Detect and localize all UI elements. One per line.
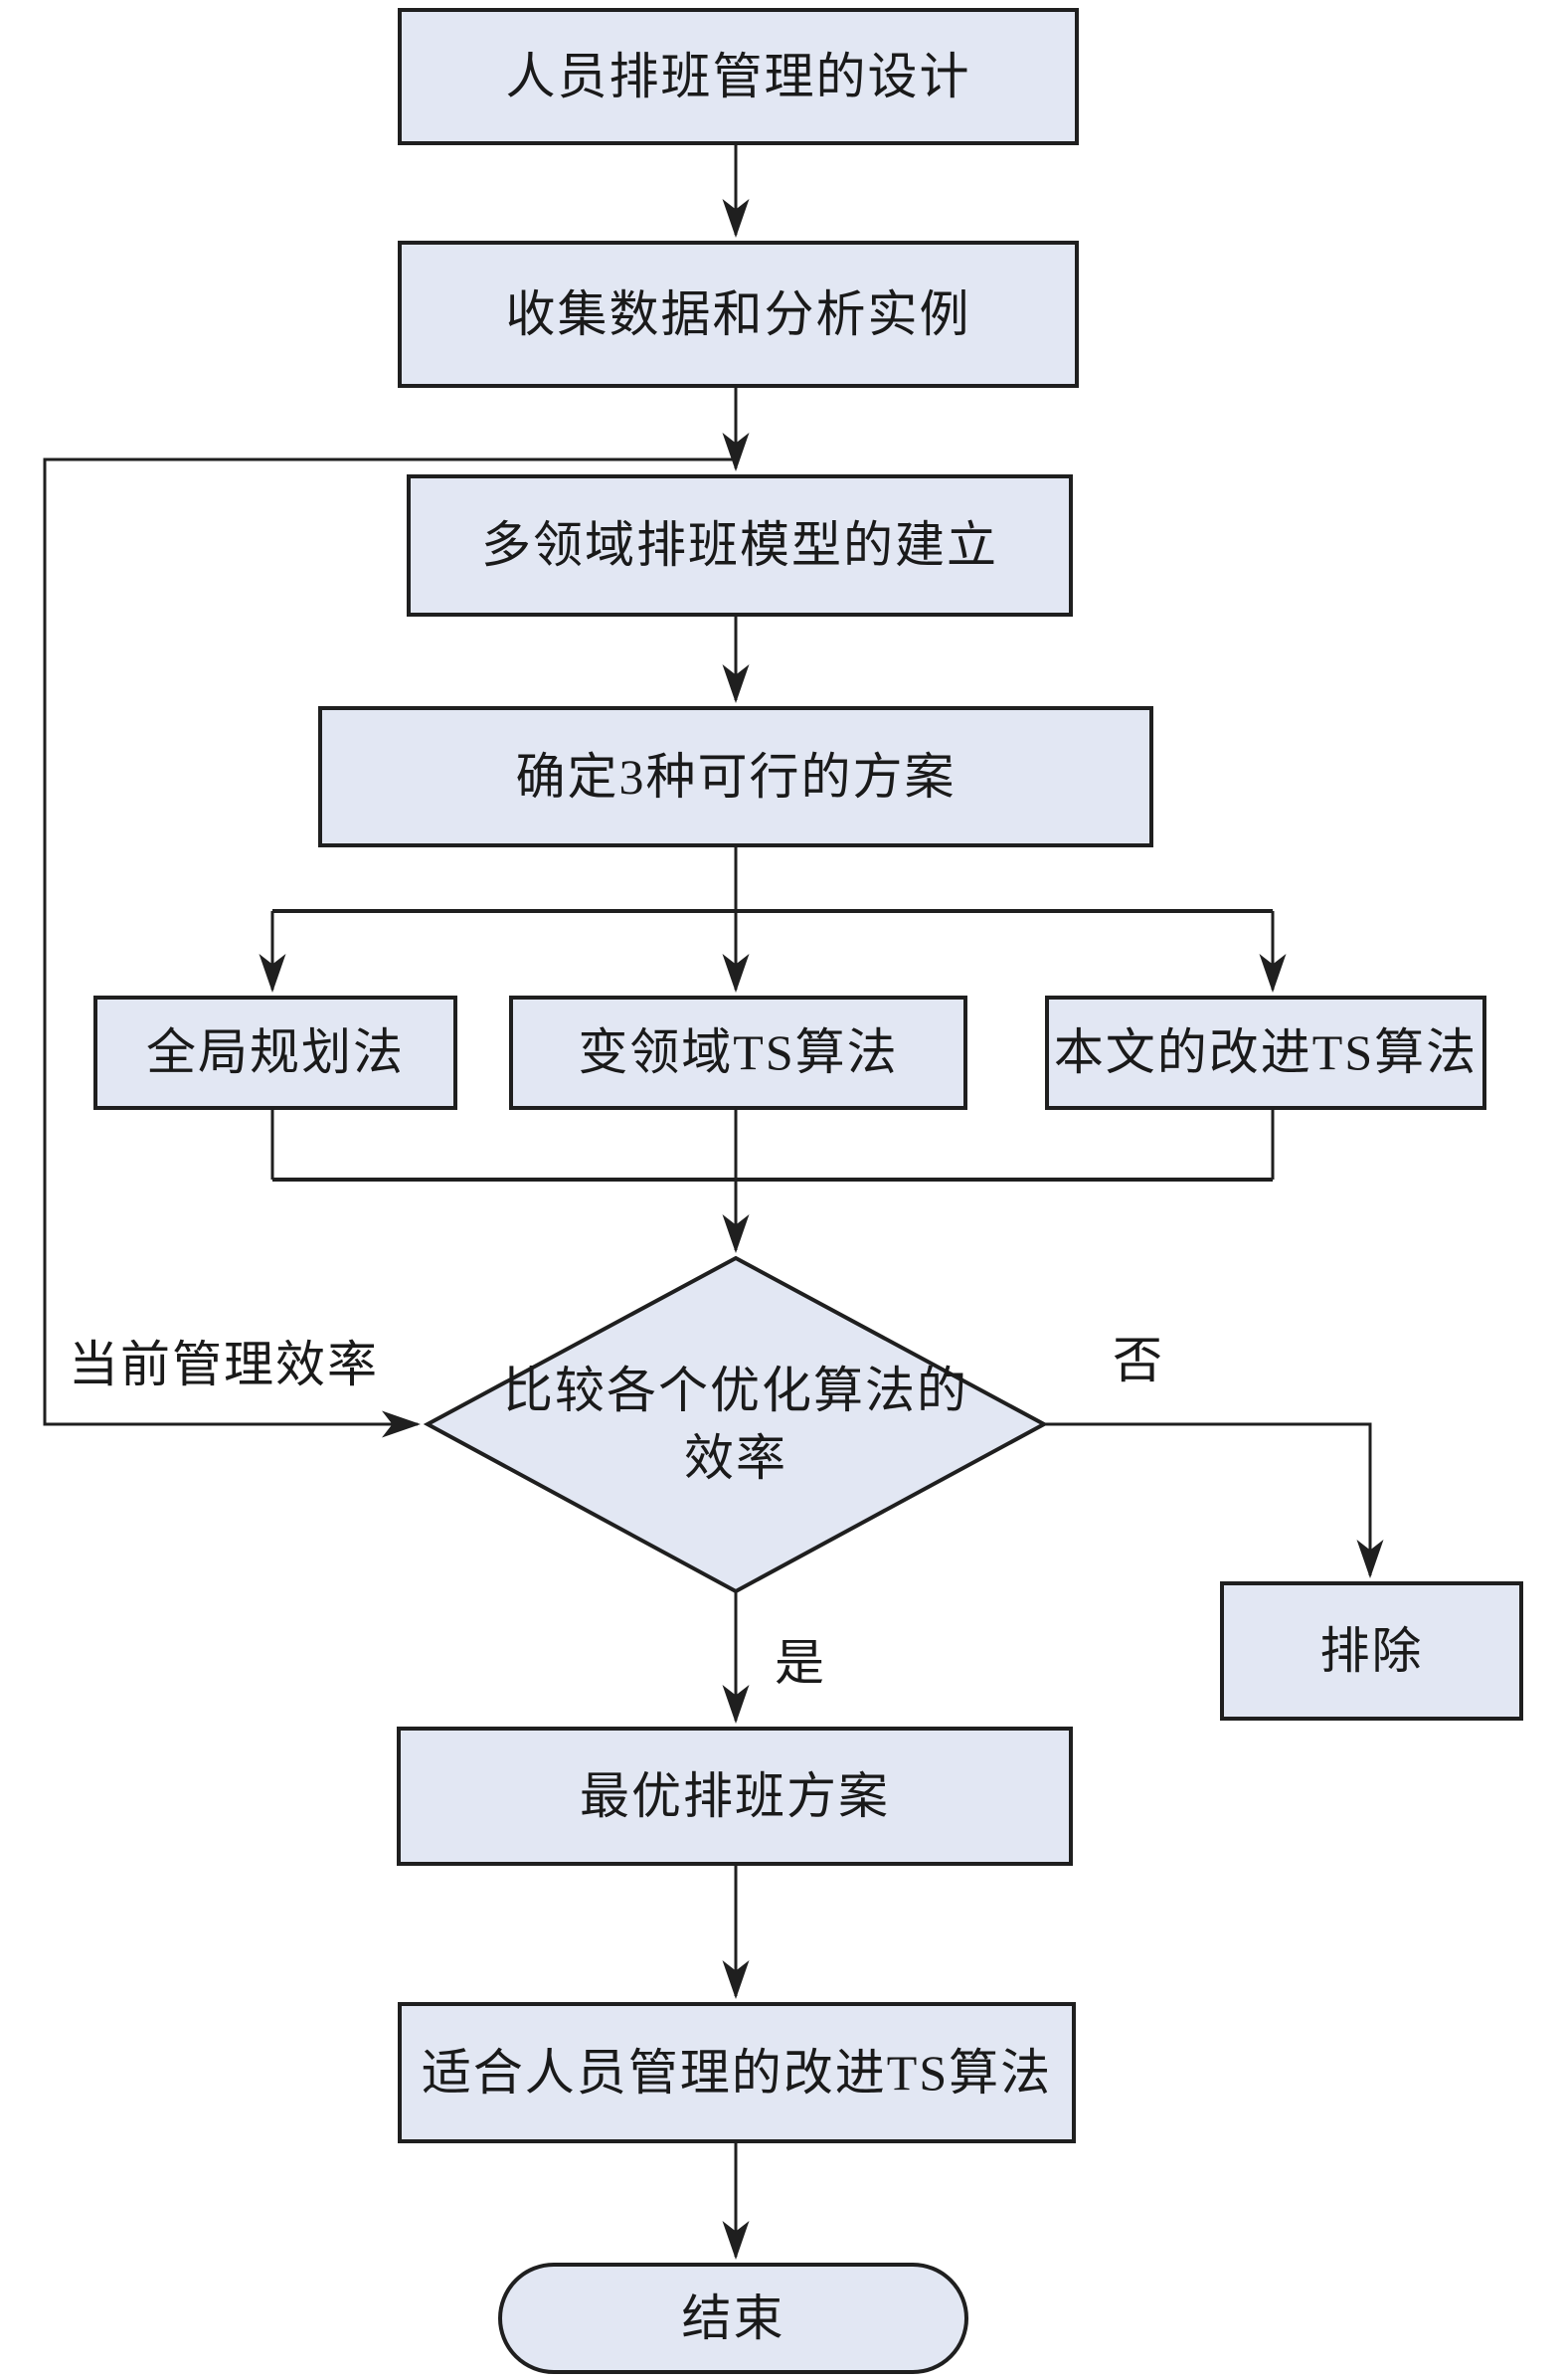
node-determine-plans: 确定3种可行的方案 xyxy=(318,706,1153,847)
edge-label-yes: 是 xyxy=(775,1635,826,1691)
node-global-planning: 全局规划法 xyxy=(93,996,457,1110)
decision-text-line2: 效率 xyxy=(684,1429,787,1486)
node-design: 人员排班管理的设计 xyxy=(398,8,1079,145)
decision-diamond-shape xyxy=(423,1255,1049,1594)
node-compare-decision: 比较各个优化算法的 效率 xyxy=(428,1258,1044,1591)
node-end-terminator: 结束 xyxy=(498,2263,968,2374)
node-build-model: 多领域排班模型的建立 xyxy=(407,474,1073,617)
node-suitable-improved-ts: 适合人员管理的改进TS算法 xyxy=(398,2002,1076,2143)
decision-text-line1: 比较各个优化算法的 xyxy=(503,1363,968,1418)
node-improved-ts: 本文的改进TS算法 xyxy=(1045,996,1486,1110)
node-optimal-plan: 最优排班方案 xyxy=(397,1727,1073,1866)
edge-label-current-efficiency: 当前管理效率 xyxy=(69,1337,379,1392)
node-variable-neighborhood-ts: 变领域TS算法 xyxy=(509,996,967,1110)
node-collect-data: 收集数据和分析实例 xyxy=(398,241,1079,388)
edge-label-no: 否 xyxy=(1113,1333,1164,1388)
node-exclude: 排除 xyxy=(1220,1581,1523,1721)
